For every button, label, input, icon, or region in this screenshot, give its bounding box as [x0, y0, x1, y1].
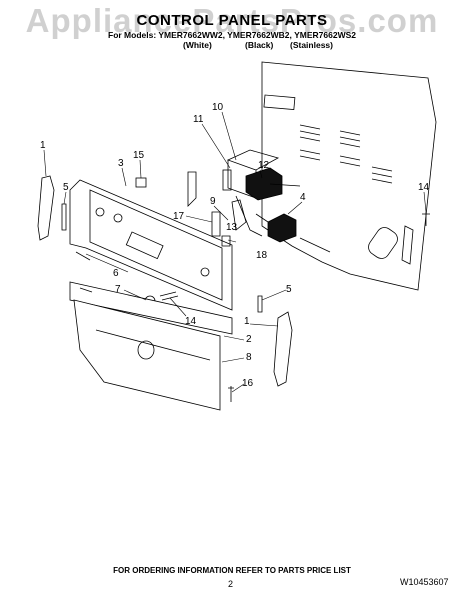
ordering-note: FOR ORDERING INFORMATION REFER TO PARTS …	[113, 566, 351, 575]
end-cap-right	[273, 311, 293, 387]
callout-17: 17	[173, 211, 185, 222]
relay-block-12	[245, 167, 283, 201]
rear-panel-cutout	[263, 94, 296, 111]
callout-14: 14	[418, 182, 430, 193]
callout-18: 18	[256, 250, 268, 261]
watermark: AppliancePartsPros.com	[25, 2, 439, 39]
callout-6: 6	[113, 268, 119, 279]
rear-panel-flange	[401, 225, 414, 265]
variant-stainless: (Stainless)	[290, 40, 333, 50]
callout-3: 3	[118, 158, 124, 169]
callout-14-lower: 14	[185, 316, 197, 327]
callout-10: 10	[212, 102, 224, 113]
lower-panel	[73, 299, 221, 411]
models-line: For Models: YMER7662WW2, YMER7662WB2, YM…	[108, 30, 356, 40]
screw-5-left	[61, 203, 67, 231]
relay-block-4	[267, 213, 297, 243]
display-window	[125, 231, 164, 260]
control-board-bracket	[222, 169, 232, 191]
control-board	[226, 149, 280, 171]
page-number: 2	[228, 579, 234, 589]
callout-7: 7	[115, 284, 121, 295]
callout-labels: 1 5 3 15 10 11 12 4 14 9 17 13 18 6 7 14…	[40, 102, 430, 389]
callout-2: 2	[246, 334, 252, 345]
variant-white: (White)	[183, 40, 212, 50]
clip-17	[211, 211, 221, 237]
callout-8: 8	[246, 352, 252, 363]
part-15	[135, 177, 147, 188]
leader-lines	[43, 111, 427, 393]
rear-panel-handle	[368, 227, 398, 259]
document-number: W10453607	[400, 577, 449, 587]
page-title: CONTROL PANEL PARTS	[136, 12, 328, 29]
callout-1: 1	[40, 140, 46, 151]
wire-harness	[255, 183, 331, 253]
variant-black: (Black)	[245, 40, 274, 50]
harness-strap	[235, 195, 263, 237]
callout-9: 9	[210, 196, 216, 207]
clip-9b	[231, 199, 247, 231]
callout-13: 13	[226, 222, 238, 233]
callout-5: 5	[63, 182, 69, 193]
knob-hole	[95, 207, 105, 217]
control-panel	[69, 179, 233, 311]
clip-9a	[187, 171, 197, 207]
clip-18	[221, 235, 231, 247]
lower-trim	[69, 281, 233, 335]
panel-wire	[75, 251, 91, 261]
rear-panel-vents	[299, 124, 393, 184]
end-cap-left	[37, 175, 55, 241]
callout-11: 11	[193, 114, 204, 125]
callout-1-lower: 1	[244, 316, 250, 327]
control-panel-face	[89, 189, 223, 301]
screw-5-right	[257, 295, 263, 313]
callout-12: 12	[258, 160, 270, 171]
callout-15: 15	[133, 150, 145, 161]
spring-14	[159, 291, 179, 301]
screw-16	[228, 386, 234, 402]
callout-4: 4	[300, 192, 306, 203]
lower-panel-hole	[137, 340, 155, 360]
callout-5-lower: 5	[286, 284, 292, 295]
rear-panel	[261, 61, 437, 291]
callout-16: 16	[242, 378, 254, 389]
screw-14-right	[422, 212, 430, 226]
